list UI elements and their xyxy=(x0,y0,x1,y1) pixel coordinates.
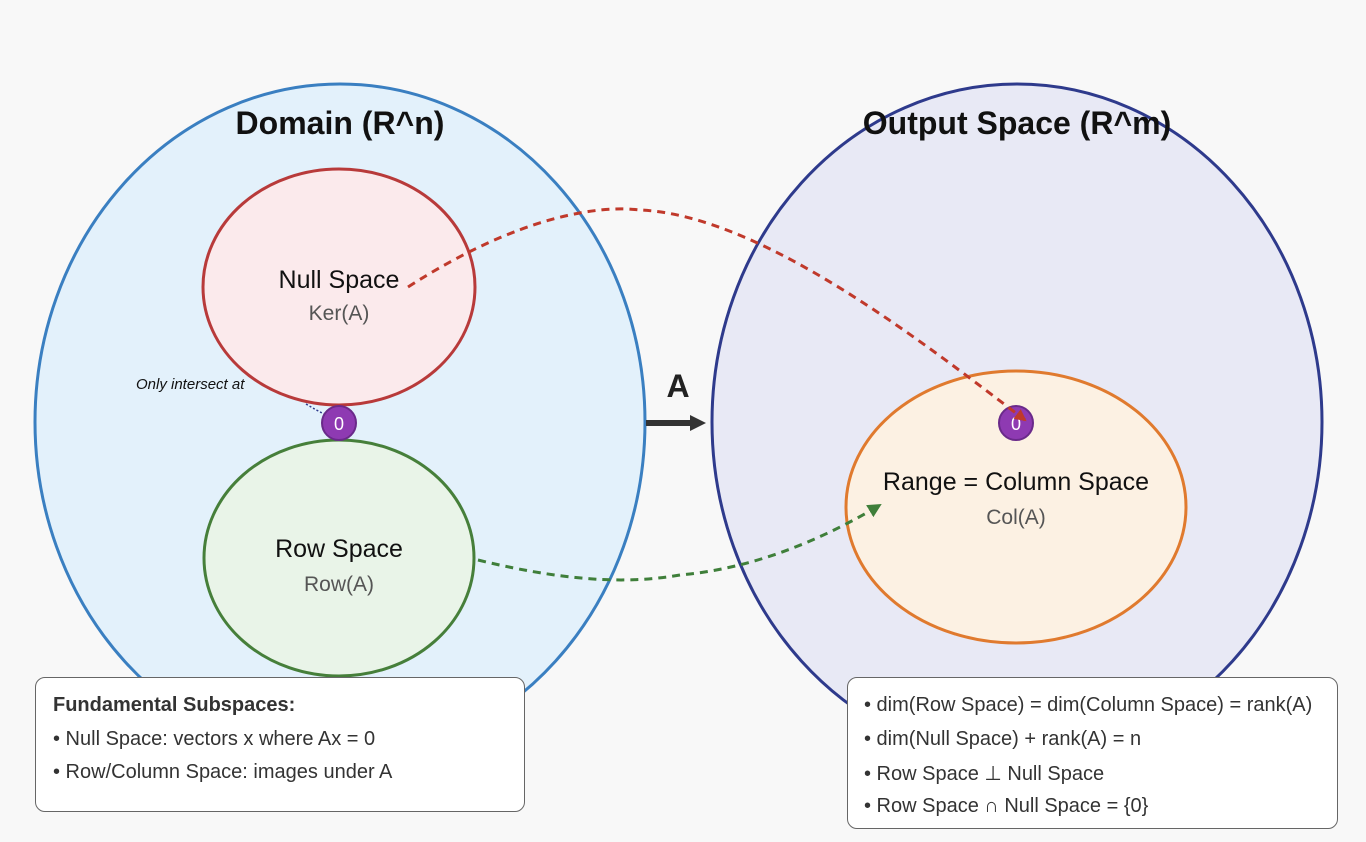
left-box-line: • Null Space: vectors x where Ax = 0 xyxy=(53,728,376,750)
output-space-title: Output Space (R^m) xyxy=(863,105,1171,141)
fundamental-subspaces-heading: Fundamental Subspaces: xyxy=(53,694,296,716)
left-box-line: • Row/Column Space: images under A xyxy=(53,761,393,783)
fundamental-subspaces-box: Fundamental Subspaces: • Null Space: vec… xyxy=(35,677,525,812)
null-space-sublabel: Ker(A) xyxy=(309,302,370,325)
right-box-line: • dim(Null Space) + rank(A) = n xyxy=(864,728,1142,750)
intersect-note: Only intersect at xyxy=(136,376,245,393)
null-space-label: Null Space xyxy=(279,266,400,294)
null-to-zero-arrow xyxy=(407,207,1027,422)
zero-point-domain xyxy=(321,405,357,441)
column-space-label: Range = Column Space xyxy=(883,468,1149,496)
zero-point-output-label: 0 xyxy=(1011,414,1021,434)
right-box-line: • Row Space ∩ Null Space = {0} xyxy=(864,795,1149,817)
row-space-sublabel: Row(A) xyxy=(304,573,374,596)
map-label: A xyxy=(666,368,689,404)
column-space-sublabel: Col(A) xyxy=(986,506,1046,529)
right-box-line: • dim(Row Space) = dim(Column Space) = r… xyxy=(864,694,1313,716)
row-space-label: Row Space xyxy=(275,535,403,563)
right-box-line: • Row Space ⊥ Null Space xyxy=(864,763,1105,785)
row-to-column-arrow xyxy=(477,503,882,582)
column-space-ellipse xyxy=(844,369,1188,645)
intersect-pointer xyxy=(305,403,325,415)
dimension-facts-box: • dim(Row Space) = dim(Column Space) = r… xyxy=(847,677,1338,829)
zero-point-domain-label: 0 xyxy=(334,414,344,434)
domain-title: Domain (R^n) xyxy=(236,105,445,141)
